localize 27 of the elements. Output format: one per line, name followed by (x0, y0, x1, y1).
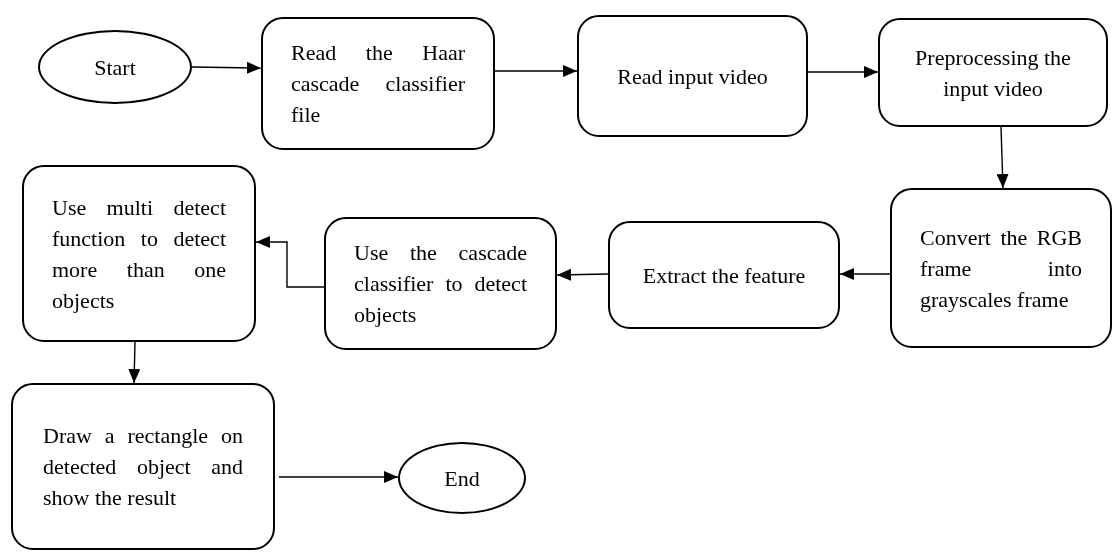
node-label: Preprocessing the input video (914, 43, 1072, 103)
arrow (996, 126, 1009, 189)
process-box (324, 217, 557, 350)
process-box (11, 383, 275, 550)
arrow (255, 236, 325, 288)
process-box (261, 17, 495, 150)
node-label: End (443, 464, 481, 493)
arrow (278, 471, 399, 483)
node-label: Convert the RGB frame into grayscales frame (920, 223, 1082, 314)
arrow (128, 341, 141, 384)
arrow (807, 66, 879, 78)
node-label: Use the cascade classifier to detect objects (354, 239, 527, 329)
arrow (839, 268, 891, 280)
arrow (556, 268, 609, 281)
process-box (22, 165, 256, 342)
node-label: Extract the feature (641, 261, 807, 290)
process-box (878, 18, 1108, 127)
arrow (494, 65, 578, 77)
process-box (577, 15, 808, 137)
process-box (890, 188, 1112, 348)
node-label: Use multi detect function to detect more than one objects (52, 193, 226, 315)
node-label: Read the Haar cascade classifier file (291, 39, 465, 129)
arrow (191, 61, 262, 74)
node-label: Start (93, 53, 137, 82)
process-box (608, 221, 840, 329)
node-label: Draw a rectangle on detected object and show the result (43, 422, 243, 512)
node-label: Read input video (616, 62, 769, 91)
